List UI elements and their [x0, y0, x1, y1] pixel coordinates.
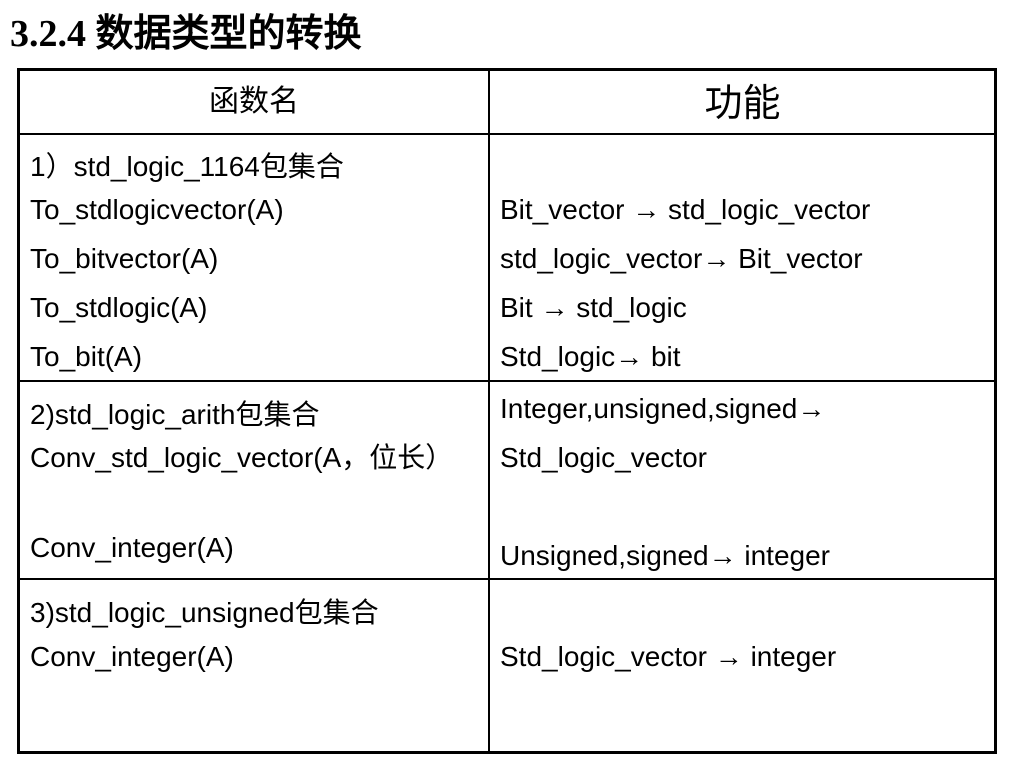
section-2-description-2: Std_logic_vector	[500, 442, 708, 473]
section-3-description-1: Std_logic_vector → integer	[500, 641, 837, 672]
page-title: 3.2.4 数据类型的转换	[10, 13, 362, 55]
section-2-package: 2)std_logic_arith包集合	[30, 399, 320, 430]
section-1-description-1: Bit_vector → std_logic_vector	[500, 194, 871, 225]
section-2-function-1: Conv_std_logic_vector(A，位长）	[30, 442, 454, 473]
header-divider	[20, 133, 994, 135]
row-divider-2	[20, 578, 994, 580]
header-function-name: 函数名	[209, 84, 299, 119]
section-1-description-2: std_logic_vector→ Bit_vector	[500, 243, 863, 274]
conversion-table: 函数名 功能 1）std_logic_1164包集合 To_stdlogicve…	[17, 68, 997, 754]
section-1-description-4: Std_logic→ bit	[500, 341, 681, 372]
section-3-function-1: Conv_integer(A)	[30, 641, 234, 672]
section-2-function-2: Conv_integer(A)	[30, 532, 234, 563]
section-1-function-4: To_bit(A)	[30, 341, 143, 372]
section-1-function-2: To_bitvector(A)	[30, 243, 219, 274]
section-1-description-3: Bit → std_logic	[500, 292, 687, 323]
section-3-package: 3)std_logic_unsigned包集合	[30, 597, 379, 628]
section-1-function-3: To_stdlogic(A)	[30, 292, 208, 323]
section-1-function-1: To_stdlogicvector(A)	[30, 194, 284, 225]
section-2-description-3: Unsigned,signed→ integer	[500, 540, 830, 571]
section-1-package: 1）std_logic_1164包集合	[30, 151, 344, 182]
section-2-description-1: Integer,unsigned,signed→	[500, 393, 826, 424]
row-divider-1	[20, 380, 994, 382]
column-divider	[488, 71, 490, 751]
header-function: 功能	[704, 81, 781, 125]
